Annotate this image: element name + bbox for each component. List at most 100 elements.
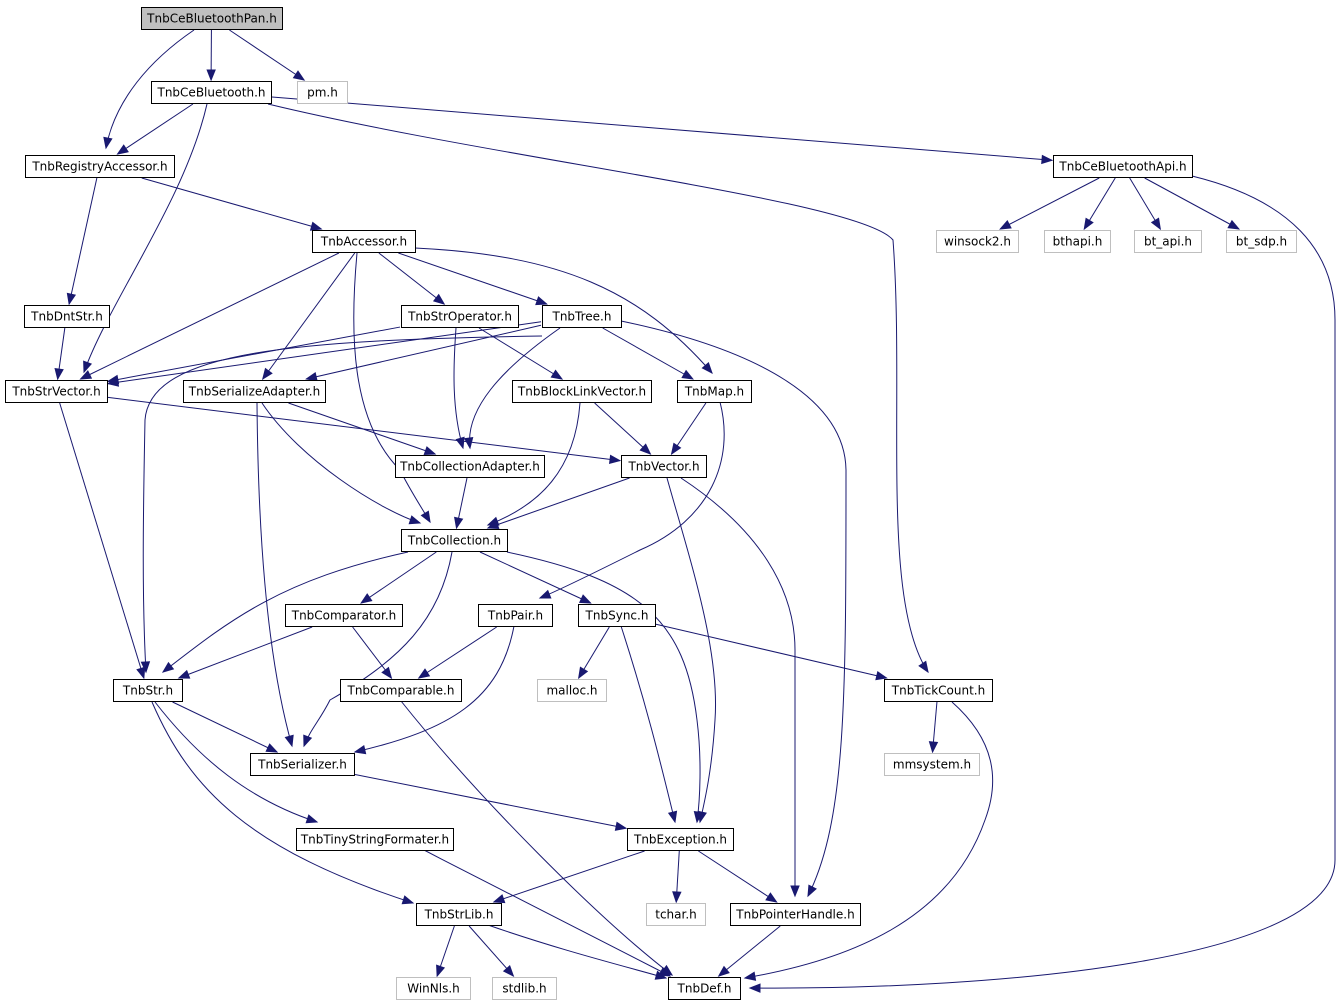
node-label: WinNls.h [407,982,460,996]
edges-layer [54,29,1336,993]
edge-accessor-to-collection [353,252,431,524]
node-dnt-str[interactable]: TnbDntStr.h [24,305,110,328]
node-exception[interactable]: TnbException.h [627,828,734,851]
node-box [1044,230,1111,253]
node-label: TnbRegistryAccessor.h [31,160,167,174]
node-box [512,380,652,403]
edge-ce-bluetooth-to-str-vector [83,103,208,374]
edge-tiny-string-formater-to-def [423,849,672,977]
edge-str-vector-to-str [59,402,146,680]
node-box [297,81,348,104]
node-ce-bluetooth-api[interactable]: TnbCeBluetoothApi.h [1053,155,1193,178]
node-box [416,903,502,926]
node-str[interactable]: TnbStr.h [113,679,183,702]
edge-ce-bluetooth-pan-to-registry-accessor [103,29,195,150]
node-def[interactable]: TnbDef.h [668,977,741,1000]
edge-ce-bluetooth-to-tick-count [267,103,929,674]
node-win-nls: WinNls.h [396,977,471,1000]
edge-tick-count-to-def [743,701,994,981]
node-label: TnbSerializer.h [257,758,347,772]
node-label: TnbComparator.h [291,609,397,623]
node-label: TnbPointerHandle.h [735,908,854,922]
node-box [730,903,861,926]
node-label: TnbSync.h [585,609,649,623]
edge-str-lib-to-stdlib [468,925,515,978]
edge-tick-count-to-mmsystem [928,701,939,754]
node-box [578,604,656,627]
node-sync[interactable]: TnbSync.h [578,604,656,627]
edge-comparator-to-str [177,626,313,679]
node-tchar: tchar.h [646,903,706,926]
node-box [5,380,108,403]
node-serializer[interactable]: TnbSerializer.h [250,753,355,776]
edge-serialize-adapter-to-collection [261,402,422,525]
node-comparable[interactable]: TnbComparable.h [340,679,462,702]
edge-str-operator-to-collection-adapter [453,327,465,450]
node-box [25,155,175,178]
edge-str-vector-to-vector [107,396,622,465]
edge-sync-to-malloc [578,626,610,680]
node-box [113,679,183,702]
edge-block-link-vector-to-vector [594,402,652,455]
node-label: TnbDntStr.h [30,310,103,324]
node-label: bt_sdp.h [1236,235,1287,249]
node-box [296,828,454,851]
node-pair[interactable]: TnbPair.h [478,604,553,627]
node-label: TnbStrLib.h [424,908,494,922]
edge-accessor-to-str-vector [79,252,340,380]
edge-serialize-adapter-to-serializer [256,402,294,748]
edge-serialize-adapter-to-collection-adapter [288,402,437,456]
node-registry-accessor[interactable]: TnbRegistryAccessor.h [25,155,175,178]
edge-map-to-pair [538,401,725,599]
node-pointer-handle[interactable]: TnbPointerHandle.h [730,903,861,926]
edge-ce-bluetooth-api-to-def [748,175,1336,993]
node-accessor[interactable]: TnbAccessor.h [312,230,416,253]
node-label: TnbSerializeAdapter.h [188,385,320,399]
node-ce-bluetooth[interactable]: TnbCeBluetooth.h [151,81,272,104]
edge-str-to-tiny-string-formater [154,701,319,824]
node-str-operator[interactable]: TnbStrOperator.h [401,305,519,328]
node-serialize-adapter[interactable]: TnbSerializeAdapter.h [183,380,326,403]
edge-vector-to-collection [486,477,630,529]
node-label: TnbMap.h [684,385,744,399]
node-str-lib[interactable]: TnbStrLib.h [416,903,502,926]
node-label: TnbCeBluetoothApi.h [1058,160,1186,174]
node-tick-count[interactable]: TnbTickCount.h [884,679,993,702]
edge-ce-bluetooth-pan-to-pm [229,29,306,81]
node-tiny-string-formater[interactable]: TnbTinyStringFormater.h [296,828,454,851]
node-collection-adapter[interactable]: TnbCollectionAdapter.h [395,455,545,478]
edge-sync-to-exception [620,625,678,824]
node-map[interactable]: TnbMap.h [677,380,752,403]
node-box [1134,230,1202,253]
node-label: tchar.h [655,908,697,922]
edge-serializer-to-exception [354,774,628,831]
edge-tree-to-collection-adapter [463,327,561,450]
node-label: TnbCeBluetooth.h [157,86,266,100]
node-ce-bluetooth-pan[interactable]: TnbCeBluetoothPan.h [141,7,283,30]
node-comparator[interactable]: TnbComparator.h [285,604,403,627]
node-box [340,679,462,702]
edge-pointer-handle-to-def [717,925,781,977]
node-label: TnbTickCount.h [891,684,985,698]
node-str-vector[interactable]: TnbStrVector.h [5,380,108,403]
node-box [285,604,403,627]
edge-accessor-to-str-operator [378,252,446,305]
node-label: stdlib.h [502,982,546,996]
node-box [24,305,110,328]
edge-registry-accessor-to-dnt-str [66,177,98,306]
node-tree[interactable]: TnbTree.h [542,305,622,328]
node-collection[interactable]: TnbCollection.h [401,529,508,552]
node-label: TnbStrOperator.h [407,310,512,324]
node-box [936,230,1019,253]
node-label: bt_api.h [1144,235,1192,249]
edge-ce-bluetooth-to-ce-bluetooth-api [271,96,1054,165]
edge-pair-to-serializer [353,625,515,755]
node-box [537,679,607,702]
node-box [478,604,553,627]
node-block-link-vector[interactable]: TnbBlockLinkVector.h [512,380,652,403]
edge-ce-bluetooth-api-to-winsock2 [999,177,1100,230]
node-mmsystem: mmsystem.h [884,753,980,776]
node-vector[interactable]: TnbVector.h [621,455,707,478]
edge-map-to-vector [670,402,707,456]
